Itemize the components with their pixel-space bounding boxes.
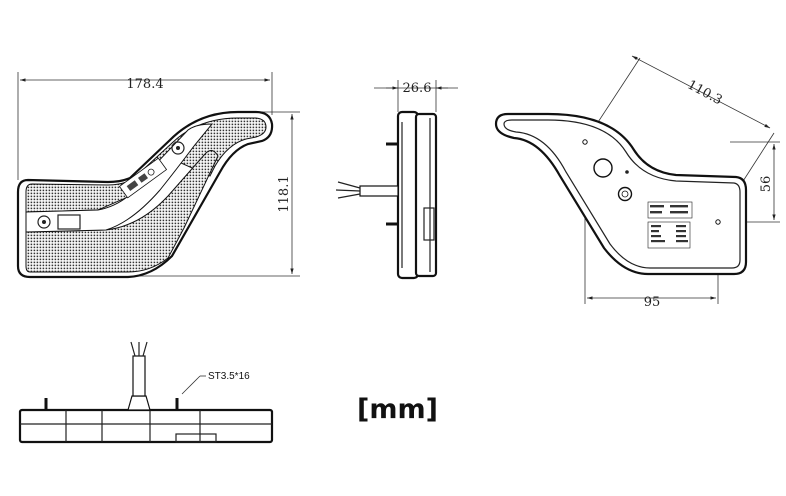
side-depth-dimension: 26.6 [403,81,432,96]
rear-inner-outline [503,119,741,269]
front-view: 178.4 118.1 [16,72,300,279]
cable-wires-bottom [130,341,148,357]
side-connector [423,207,435,241]
cable-grommet [593,158,613,178]
rear-view: 110.3 56 95 [494,55,780,310]
screw-post-left [37,215,51,229]
screw-spec-label: ST3.5*16 [208,371,250,382]
vent-dot [625,170,629,174]
label-plate [118,157,168,199]
cable-boot [127,395,151,411]
rear-width-dimension: 95 [644,295,661,310]
bottom-connector [175,433,217,443]
side-body-rear [414,112,438,278]
screw-post-right [171,141,185,155]
mount-hole-right [715,219,721,225]
label-slot [57,214,81,230]
front-width-dimension: 178.4 [126,77,163,92]
side-view: 26.6 [335,80,458,280]
lens-lower [25,150,219,273]
bottom-view: ST3.5*16 [18,341,274,444]
connector-socket [617,186,633,202]
rear-diagonal-dimension: 110.3 [685,78,725,109]
cable-sheath-bottom [132,355,146,397]
front-height-dimension: 118.1 [277,175,292,212]
rear-height-dimension: 56 [759,176,774,193]
cable-sheath [359,185,399,197]
cable-wires [335,181,361,199]
spec-label-upper [647,201,693,219]
mount-hole-left [582,139,588,145]
bottom-body [18,408,274,444]
unit-label: [mm] [357,394,438,425]
